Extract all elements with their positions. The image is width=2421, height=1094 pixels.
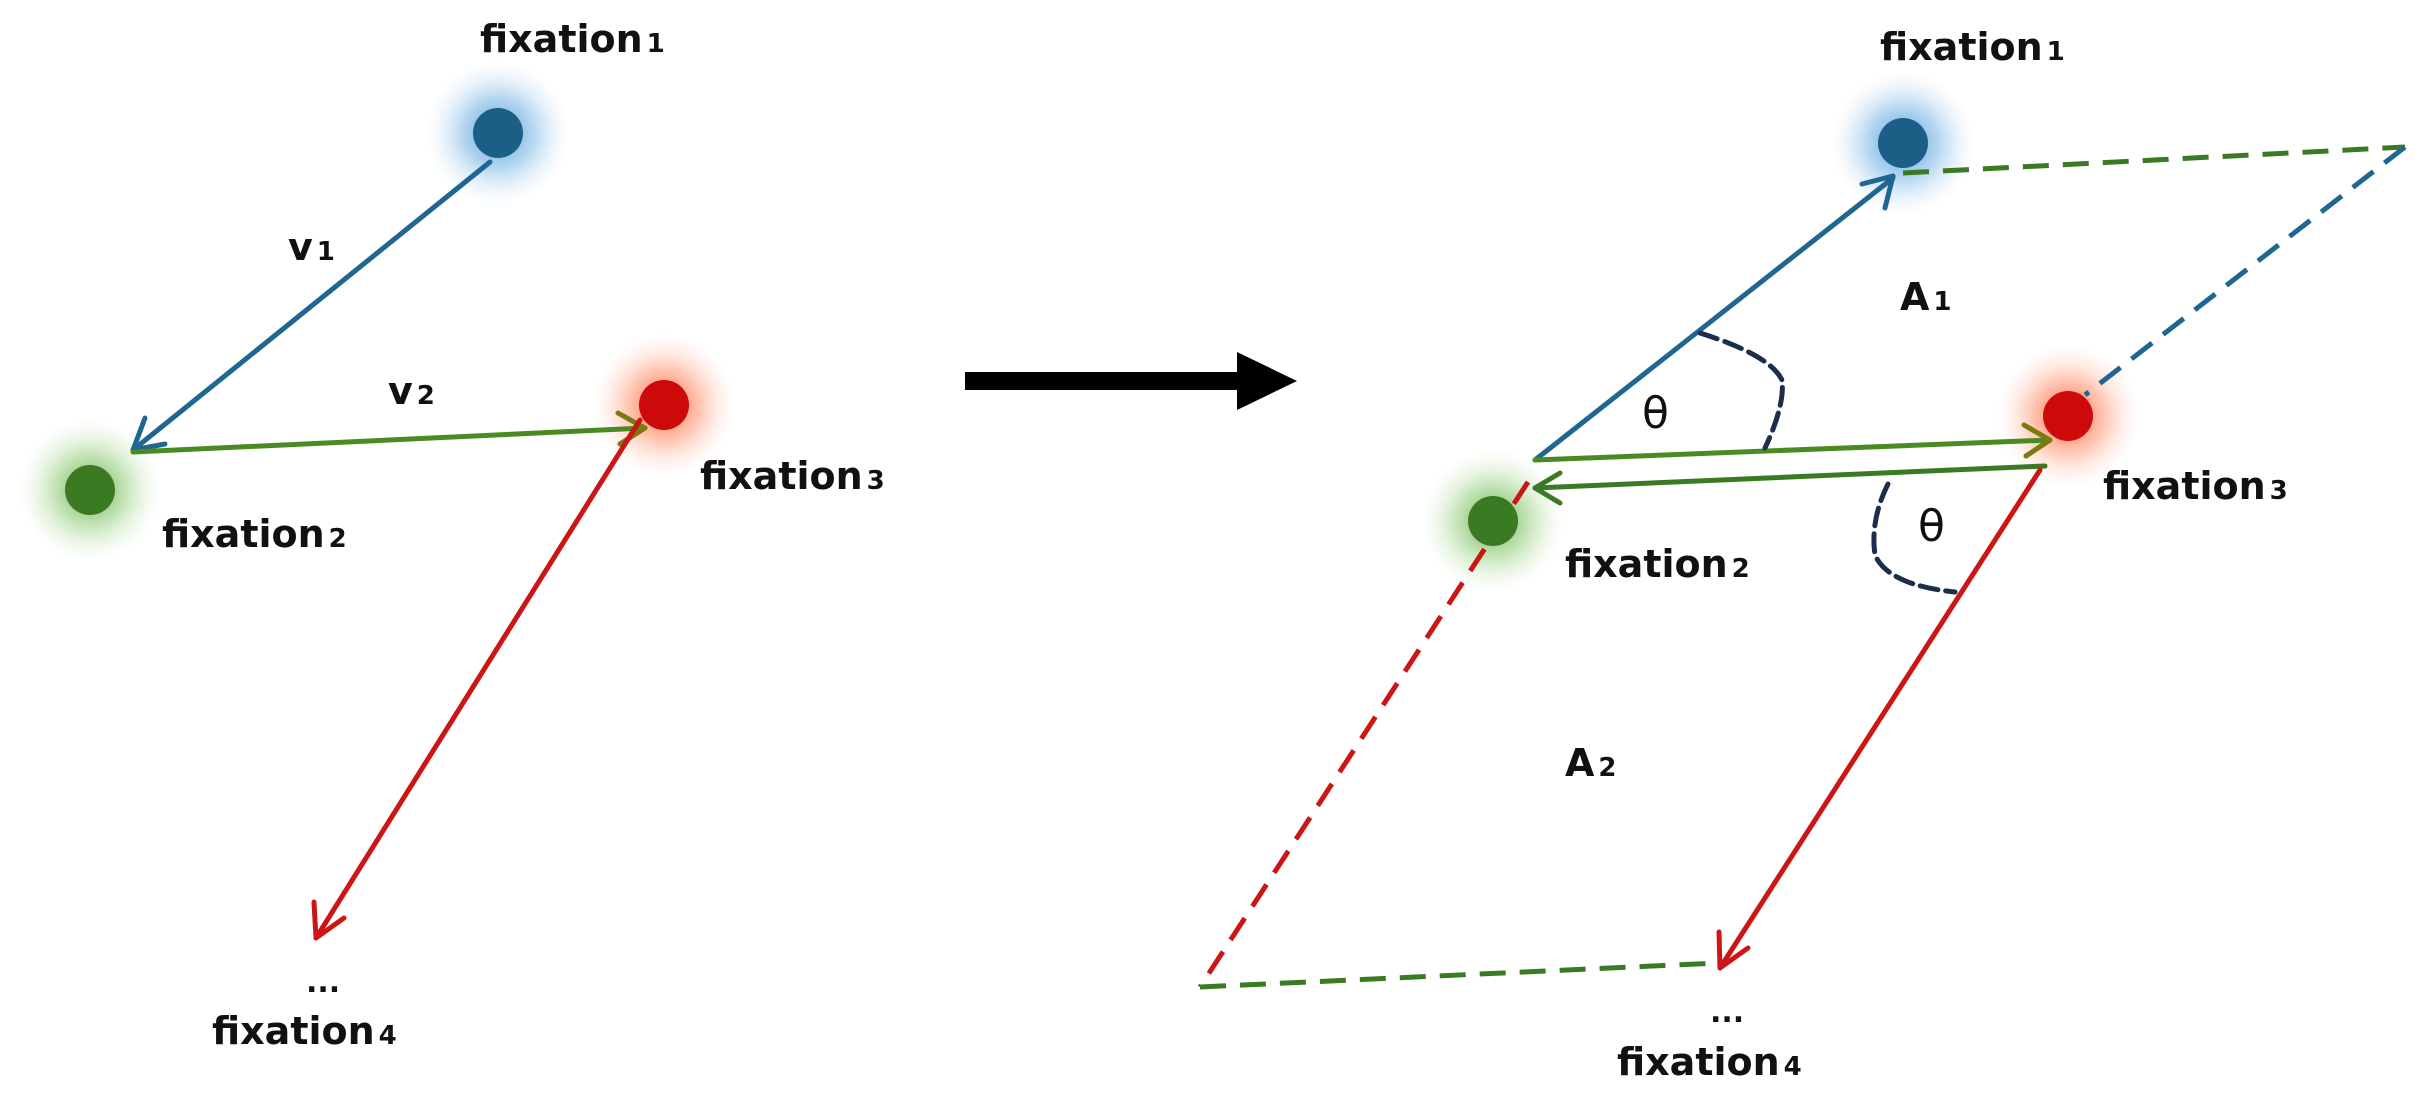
label-text: fixation xyxy=(2103,464,2266,508)
v1-arrow-line-right xyxy=(1532,175,1896,463)
label-text: v xyxy=(288,225,313,269)
angle-arc-lower xyxy=(1871,481,1958,595)
right-diagram xyxy=(1197,71,2407,990)
v2-arrowhead-right xyxy=(2021,422,2053,459)
fixation-1-dot xyxy=(473,108,523,158)
left-ellipsis: ... xyxy=(306,965,341,1000)
a2-dashed-side xyxy=(1197,480,1531,989)
label-num: 2 xyxy=(416,381,435,411)
label-text: A xyxy=(1900,275,1930,319)
angle-arc-upper xyxy=(1697,330,1785,451)
v1-arrowhead-right xyxy=(1859,173,1896,211)
fixation-3-dot-right xyxy=(2043,391,2093,441)
label-text: fixation xyxy=(1880,25,2043,69)
label-text: A xyxy=(1565,741,1595,785)
label-num: 3 xyxy=(2269,476,2288,506)
v2-arrow-line xyxy=(130,425,648,455)
label-num: 1 xyxy=(2046,37,2065,67)
label-num: 2 xyxy=(1598,753,1617,783)
a1-dashed-side xyxy=(2083,145,2407,397)
right-ellipsis: ... xyxy=(1710,995,1745,1030)
fixation-1-dot-right xyxy=(1878,118,1928,168)
fixation-2-dot-right xyxy=(1468,496,1518,546)
label-num: 1 xyxy=(646,29,665,59)
label-num: 2 xyxy=(328,524,347,554)
transition-arrow xyxy=(965,352,1297,410)
v3-arrowhead xyxy=(311,899,347,941)
v1-arrow-line xyxy=(130,159,493,453)
label-num: 3 xyxy=(866,466,885,496)
label-num: 2 xyxy=(1731,554,1750,584)
label-text: fixation xyxy=(212,1009,375,1053)
label-text: v xyxy=(388,369,413,413)
v2-reverse-arrowhead xyxy=(1532,470,1563,506)
label-text: fixation xyxy=(1565,542,1728,586)
theta-upper-label: θ xyxy=(1642,388,1669,439)
label-num: 4 xyxy=(1783,1052,1802,1082)
v3-arrowhead-right xyxy=(1716,929,1751,971)
v3-arrow-line-right xyxy=(1717,467,2043,971)
fixation-2-dot xyxy=(65,465,115,515)
left-diagram xyxy=(18,61,736,941)
label-text: fixation xyxy=(480,17,643,61)
v2-arrow-line-right xyxy=(1532,437,2053,463)
a2-dashed-bottom xyxy=(1199,960,1719,990)
a1-dashed-top xyxy=(1902,144,2406,176)
label-num: 1 xyxy=(316,237,335,267)
theta-lower-label: θ xyxy=(1918,501,1945,552)
v2-reverse-arrow-line xyxy=(1532,463,2048,491)
label-text: fixation xyxy=(700,454,863,498)
v3-arrow-line xyxy=(313,417,643,941)
label-num: 4 xyxy=(378,1021,397,1051)
label-num: 1 xyxy=(1933,287,1952,317)
fixation-3-dot xyxy=(639,380,689,430)
label-text: fixation xyxy=(1617,1040,1780,1084)
label-text: fixation xyxy=(162,512,325,556)
